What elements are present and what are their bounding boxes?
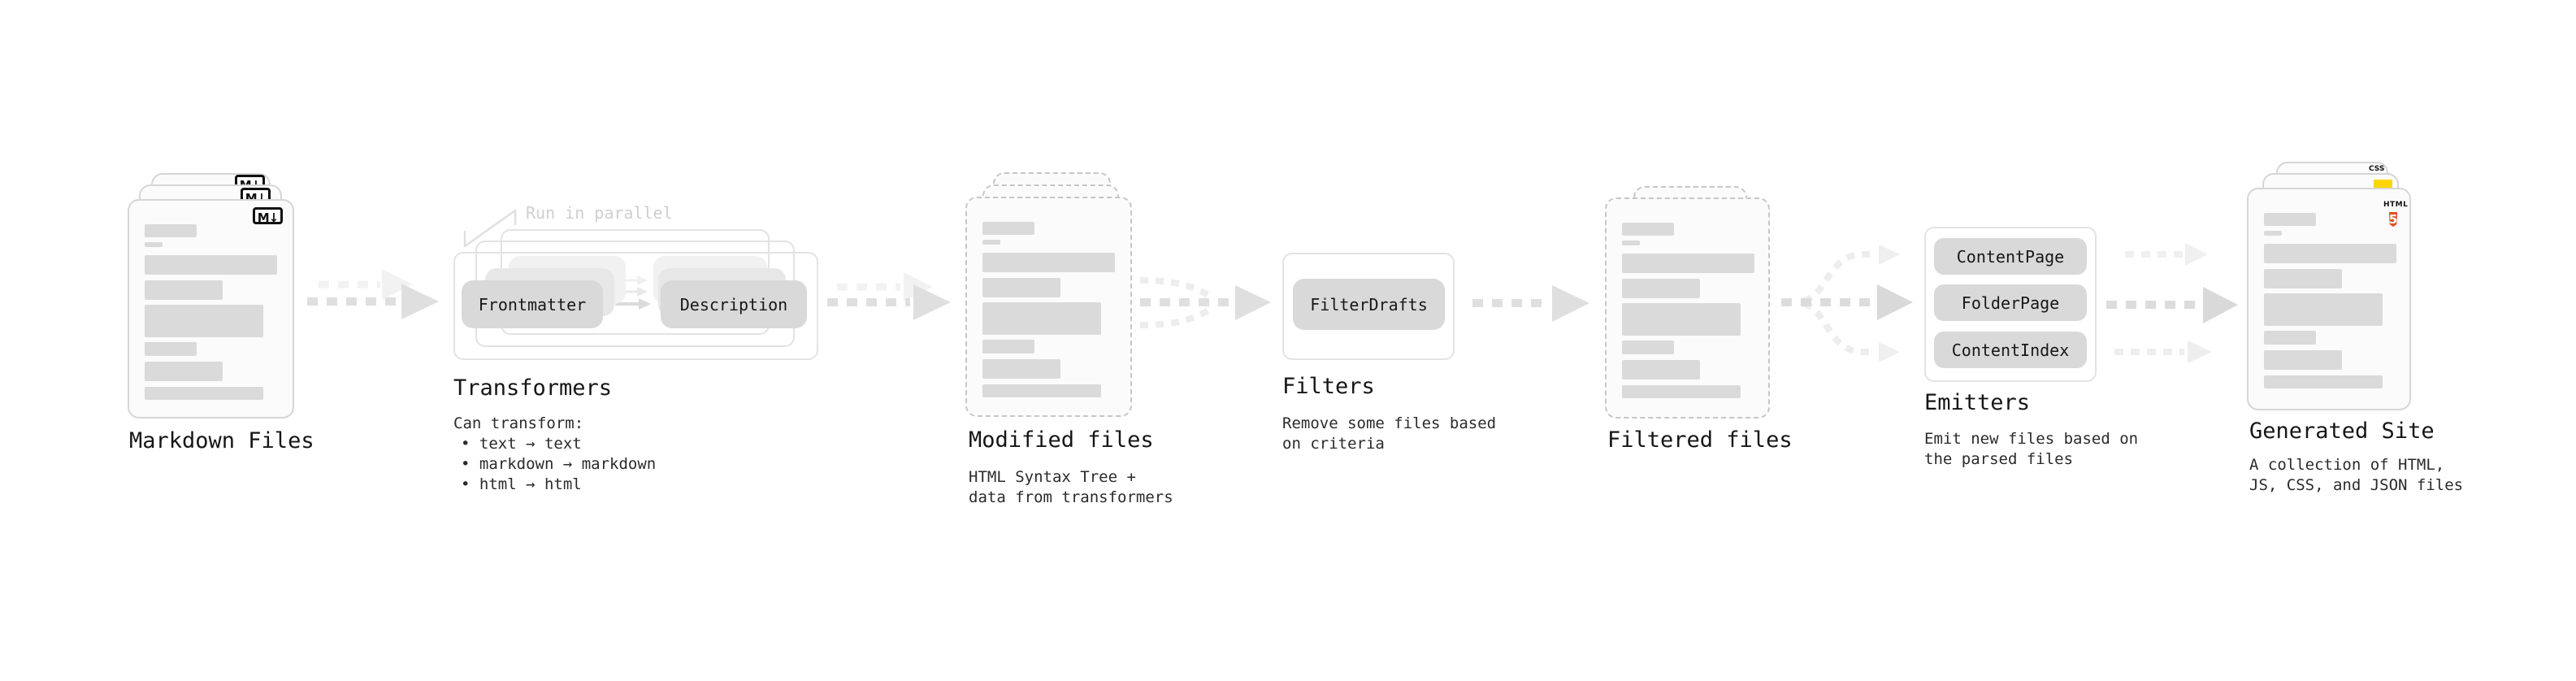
placeholder-bar xyxy=(145,305,263,337)
folderpage-pill: FolderPage xyxy=(1934,284,2087,321)
filtered-file-card-front xyxy=(1605,197,1770,419)
arrow-markdown-to-transformers xyxy=(307,269,439,319)
placeholder-bar xyxy=(982,278,1060,297)
placeholder-bar xyxy=(1622,223,1674,236)
generated-file-card-front: HTML 5 xyxy=(2247,188,2411,410)
markdown-file-card-front: M↓ xyxy=(128,199,294,419)
placeholder-bar xyxy=(145,342,197,356)
placeholder-bar xyxy=(1622,254,1754,273)
transformers-bullet: • html → html xyxy=(461,475,582,493)
arrow-modified-to-filters-merge xyxy=(1139,277,1271,328)
placeholder-bar xyxy=(982,240,1000,245)
placeholder-bar xyxy=(1622,303,1741,336)
transformers-label: Transformers xyxy=(453,375,613,401)
css-icon-text: CSS xyxy=(2369,165,2385,173)
contentindex-pill: ContentIndex xyxy=(1934,332,2087,368)
transformer-box-front xyxy=(453,252,818,360)
generated-site-label: Generated Site xyxy=(2249,419,2435,444)
arrow-filters-to-filtered xyxy=(1472,285,1589,322)
placeholder-bar xyxy=(982,340,1034,354)
placeholder-bar xyxy=(982,253,1115,272)
filtered-files-label: Filtered files xyxy=(1607,427,1793,453)
modified-files-desc-line: HTML Syntax Tree + xyxy=(969,468,1136,486)
markdown-files-label: Markdown Files xyxy=(129,428,314,453)
placeholder-bar xyxy=(1622,241,1640,245)
emitters-desc-line: Emit new files based on xyxy=(1924,430,2139,448)
placeholder-bar xyxy=(1622,360,1700,380)
html5-icon-shield: 5 xyxy=(2388,212,2398,227)
placeholder-bar xyxy=(982,359,1060,379)
frontmatter-pill: Frontmatter xyxy=(462,280,603,328)
placeholder-bar xyxy=(2264,213,2316,226)
placeholder-bar xyxy=(2264,244,2396,263)
emitters-label: Emitters xyxy=(1924,390,2031,415)
placeholder-bar xyxy=(982,302,1101,335)
generated-site-desc-line: JS, CSS, and JSON files xyxy=(2249,476,2464,494)
modified-file-card-front xyxy=(965,197,1132,417)
placeholder-bar xyxy=(145,224,197,237)
transformers-desc-title: Can transform: xyxy=(453,414,584,432)
placeholder-bar xyxy=(145,242,163,247)
placeholder-bar xyxy=(982,222,1034,235)
generated-site-description: A collection of HTML, JS, CSS, and JSON … xyxy=(2249,455,2463,496)
placeholder-bar xyxy=(2264,269,2342,288)
modified-files-description: HTML Syntax Tree + data from transformer… xyxy=(969,467,1173,508)
generated-site-desc-line: A collection of HTML, xyxy=(2249,456,2445,474)
placeholder-bar xyxy=(1622,279,1700,298)
modified-files-desc-line: data from transformers xyxy=(969,488,1173,506)
run-in-parallel-note: Run in parallel xyxy=(526,203,673,223)
placeholder-bar xyxy=(145,280,223,300)
filters-desc-line: on criteria xyxy=(1282,435,1385,453)
arrow-filtered-to-emitters-fanout xyxy=(1781,245,1913,362)
arrow-transformers-to-modified xyxy=(827,272,951,320)
placeholder-bar xyxy=(145,362,223,381)
filters-description: Remove some files based on criteria xyxy=(1282,414,1496,454)
emitters-box xyxy=(1924,227,2097,382)
placeholder-bar xyxy=(145,387,263,400)
html5-icon: HTML 5 xyxy=(2383,194,2408,229)
emitters-description: Emit new files based on the parsed files xyxy=(1924,429,2138,470)
placeholder-bar xyxy=(1622,340,1674,354)
placeholder-bar xyxy=(2264,350,2342,370)
placeholder-bar xyxy=(2264,293,2383,326)
filterdrafts-pill: FilterDrafts xyxy=(1293,279,1445,330)
placeholder-bar xyxy=(2264,331,2316,345)
run-in-parallel-leader xyxy=(463,209,517,248)
description-pill: Description xyxy=(661,280,807,328)
transformers-bullet: • text → text xyxy=(461,435,582,453)
placeholder-bar xyxy=(2264,231,2282,236)
arrows-emitters-to-generated xyxy=(2106,243,2238,363)
placeholder-bar xyxy=(982,384,1101,397)
markdown-icon: M↓ xyxy=(253,207,283,225)
js-icon xyxy=(2374,180,2392,189)
contentpage-pill: ContentPage xyxy=(1934,238,2087,275)
html5-icon-text: HTML xyxy=(2383,201,2409,209)
placeholder-bar xyxy=(1622,385,1741,398)
modified-files-label: Modified files xyxy=(969,427,1154,453)
transformers-bullet: • markdown → markdown xyxy=(461,455,657,473)
filters-label: Filters xyxy=(1282,374,1375,399)
emitters-desc-line: the parsed files xyxy=(1924,450,2074,468)
placeholder-bar xyxy=(145,255,277,275)
filters-desc-line: Remove some files based xyxy=(1282,414,1497,432)
filters-box xyxy=(1282,253,1455,360)
transformers-description: Can transform: • text → text • markdown … xyxy=(453,414,656,495)
placeholder-bar xyxy=(2264,375,2383,388)
